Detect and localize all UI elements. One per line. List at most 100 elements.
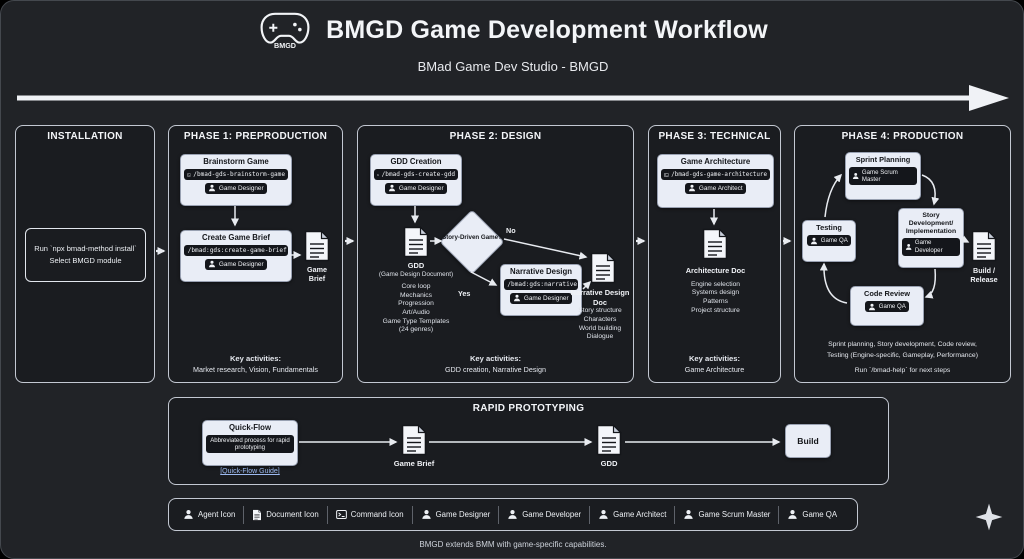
- gdd-doc-sub: (Game Design Document): [378, 270, 454, 278]
- narrative-doc-label: Narrative Design Doc: [570, 288, 630, 307]
- phase4-summary-line1: Sprint planning, Story development, Code…: [828, 341, 977, 349]
- legend-label: Command Icon: [350, 510, 404, 519]
- panel-phase1-title: PHASE 1: PREPRODUCTION: [183, 131, 328, 142]
- quick-flow-box: Quick-Flow Abbreviated process for rapid…: [202, 420, 298, 466]
- panel-phase1: PHASE 1: PREPRODUCTION Brainstorm Game /…: [168, 125, 343, 383]
- sprint-agent-text: Game Scrum Master: [861, 168, 898, 183]
- quick-flow-desc-text: Abbreviated process for rapid prototypin…: [210, 436, 290, 452]
- game-qa-icon: [787, 509, 798, 520]
- phase4-summary: Sprint planning, Story development, Code…: [799, 340, 1006, 376]
- person-icon: [513, 294, 521, 302]
- game-brief-doc-label: Game Brief: [307, 265, 327, 283]
- sprint-agent-pill: Game Scrum Master: [849, 167, 917, 185]
- brainstorm-title: Brainstorm Game: [203, 157, 269, 166]
- phase2-key-label: Key activities:: [469, 354, 522, 363]
- legend-game-developer: Game Developer: [499, 505, 591, 524]
- arch-list-item: Patterns: [703, 298, 728, 306]
- narrative-design-box: Narrative Design /bmad:gds:narrative Gam…: [500, 264, 582, 316]
- arch-agent-pill: Game Architect: [685, 182, 746, 194]
- panel-phase3-title: PHASE 3: TECHNICAL: [658, 131, 771, 142]
- header: BMGD Game Development Workflow: [1, 9, 1023, 51]
- brief-agent-pill: Game Designer: [205, 258, 267, 270]
- phase3-key-label: Key activities:: [688, 354, 741, 363]
- story-development-box: Story Development/ Implementation Game D…: [898, 208, 964, 268]
- gdd-list-item: Core loop: [401, 282, 431, 290]
- legend-game-designer: Game Designer: [413, 505, 500, 524]
- testing-agent-text: Game QA: [820, 236, 848, 244]
- arch-title: Game Architecture: [680, 157, 751, 166]
- page-title: BMGD Game Development Workflow: [326, 15, 768, 44]
- sprint-planning-box: Sprint Planning Game Scrum Master: [845, 152, 921, 200]
- build-release-label: Build / Release: [970, 266, 998, 284]
- document-icon: [304, 230, 330, 262]
- game-architecture-box: Game Architecture /bmad-gds-game-archite…: [657, 154, 774, 208]
- no-branch-label: No: [506, 226, 516, 235]
- legend-game-architect: Game Architect: [590, 505, 676, 524]
- narrative-agent-pill: Game Designer: [510, 292, 572, 304]
- page-subtitle: BMad Game Dev Studio - BMGD: [417, 59, 609, 74]
- quick-flow-desc-pill: Abbreviated process for rapid prototypin…: [206, 435, 294, 454]
- quick-flow-guide-link[interactable]: [Quick-Flow Guide]: [220, 468, 280, 475]
- legend-document-icon: Document Icon: [244, 505, 328, 524]
- rapid-title: RAPID PROTOTYPING: [472, 403, 585, 414]
- story-title-line1: Story Development/: [908, 212, 954, 227]
- person-icon: [810, 237, 818, 245]
- architecture-doc-label: Architecture Doc: [685, 266, 746, 275]
- phase2-key-text: GDD creation, Narrative Design: [444, 365, 547, 374]
- narrative-doc-details: Narrative Design Doc Story structure Cha…: [566, 288, 634, 342]
- brainstorm-agent-text: Game Designer: [218, 184, 264, 192]
- brainstorm-agent-pill: Game Designer: [205, 182, 267, 194]
- phase3-key-activities: Key activities: Game Architecture: [651, 354, 778, 374]
- legend-agent-icon: Agent Icon: [175, 505, 245, 524]
- narrative-list-item: World building: [578, 324, 622, 332]
- phase4-summary-line2: Testing (Engine-specific, Gameplay, Perf…: [827, 351, 978, 359]
- game-brief-document: [304, 230, 330, 267]
- gdd-creation-box: GDD Creation /bmad-gds-create-gdd Game D…: [370, 154, 462, 206]
- person-icon: [388, 184, 396, 192]
- legend-command-icon: Command Icon: [328, 505, 413, 524]
- gdd-list-item: Progression: [398, 300, 434, 308]
- gdd-doc-label: GDD: [407, 261, 425, 270]
- gdd-agent-text: Game Designer: [398, 184, 444, 192]
- rapid-build-box: Build: [785, 424, 831, 458]
- review-agent-pill: Game QA: [865, 301, 909, 313]
- document-icon: [590, 252, 616, 284]
- narrative-agent-text: Game Designer: [523, 294, 569, 302]
- brainstorm-command-text: /bmad-gds-brainstorm-game: [193, 171, 285, 179]
- legend-label: Agent Icon: [198, 510, 236, 519]
- legend-label: Game Architect: [613, 510, 667, 519]
- document-icon: [702, 228, 728, 260]
- install-line-2: Select BMGD module: [49, 256, 122, 265]
- panel-phase2-title: PHASE 2: DESIGN: [449, 131, 542, 142]
- legend-bar: Agent Icon Document Icon Command Icon Ga…: [168, 498, 858, 531]
- game-developer-icon: [507, 509, 518, 520]
- create-game-brief-box: Create Game Brief /bmad:gds:create-game-…: [180, 230, 292, 282]
- arch-command-pill: /bmad-gds-game-architecture: [661, 169, 770, 181]
- testing-title: Testing: [816, 223, 842, 232]
- story-title-line2: Implementation: [905, 227, 957, 235]
- person-icon: [868, 303, 876, 311]
- rapid-gdd-label: GDD: [600, 459, 618, 468]
- yes-branch-label: Yes: [458, 289, 471, 298]
- phase1-key-activities: Key activities: Market research, Vision,…: [171, 354, 340, 374]
- code-review-box: Code Review Game QA: [850, 286, 924, 326]
- person-icon: [852, 172, 859, 180]
- legend-game-scrum-master: Game Scrum Master: [675, 505, 780, 524]
- install-command-box: Run `npx bmad-method install` Select BMG…: [25, 228, 146, 282]
- brief-agent-text: Game Designer: [218, 260, 264, 268]
- document-icon: [401, 424, 427, 456]
- narrative-list-item: Dialogue: [586, 333, 614, 341]
- brainstorm-command-pill: /bmad-gds-brainstorm-game: [184, 169, 288, 181]
- narrative-list-item: Characters: [583, 315, 617, 323]
- review-title: Code Review: [863, 289, 910, 298]
- game-scrum-master-icon: [683, 509, 694, 520]
- sparkle-icon: [973, 501, 1005, 533]
- testing-box: Testing Game QA: [802, 220, 856, 262]
- panel-rapid-prototyping: RAPID PROTOTYPING Quick-Flow Abbreviated…: [168, 397, 889, 485]
- narrative-command-pill: /bmad:gds:narrative: [504, 279, 578, 291]
- phase3-key-text: Game Architecture: [684, 365, 745, 374]
- person-icon: [183, 509, 194, 520]
- terminal-icon: [187, 171, 191, 179]
- story-agent-text: Game Developer: [914, 239, 943, 254]
- narrative-doc-document: [590, 252, 616, 289]
